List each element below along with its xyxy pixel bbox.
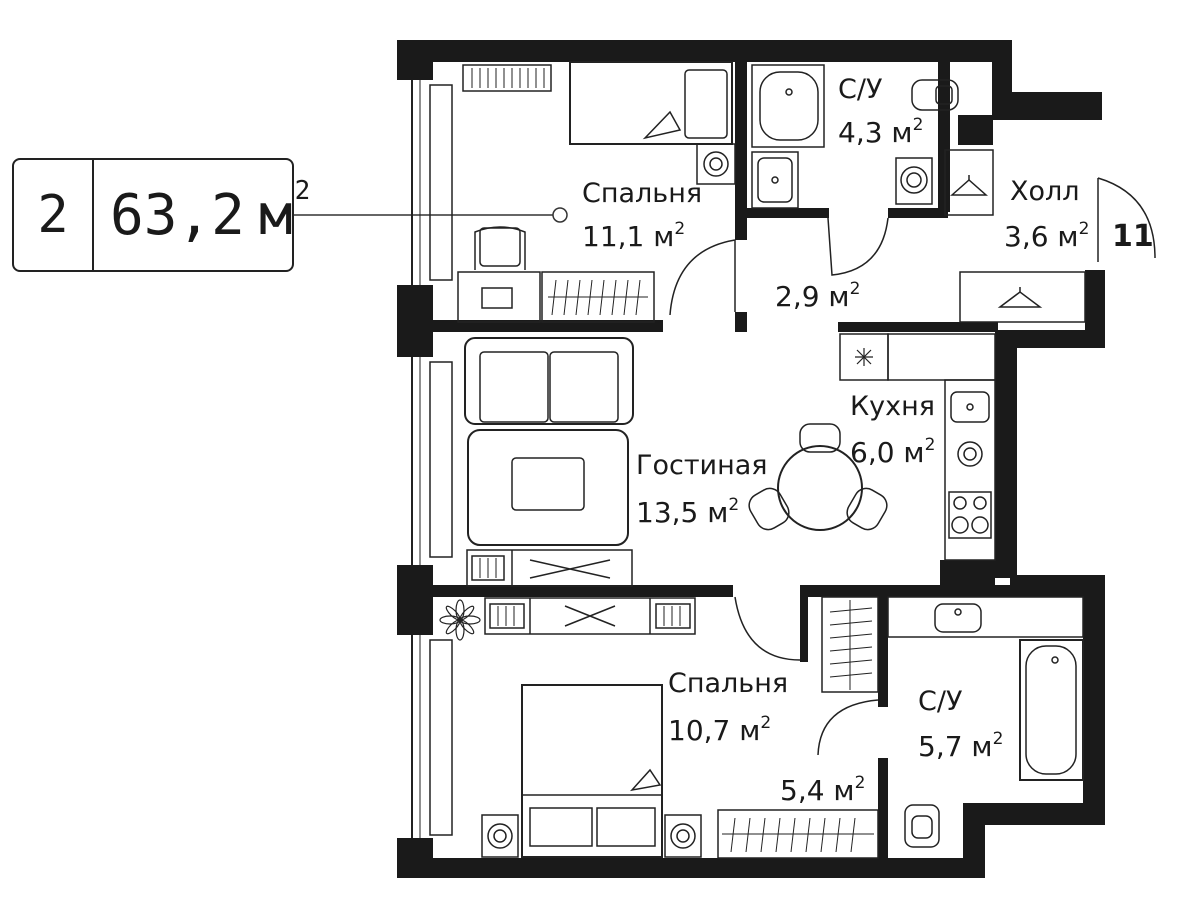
bath1-name: С/У — [838, 74, 882, 105]
living-name: Гостиная — [636, 450, 768, 481]
total-area-sup: 2 — [294, 176, 311, 206]
bath1-area: 4,3 м2 — [838, 115, 923, 149]
kitchen-area: 6,0 м2 — [850, 435, 935, 469]
room-labels: Спальня 11,1 м2 С/У 4,3 м2 Холл 3,6 м2 1… — [582, 74, 1154, 807]
bath2-fixtures — [887, 596, 1084, 848]
total-area-value: 63,2 — [110, 183, 245, 248]
living-furniture — [429, 337, 634, 587]
bedroom1-name: Спальня — [582, 178, 702, 209]
living-area: 13,5 м2 — [636, 495, 739, 529]
room-count: 2 — [14, 160, 94, 270]
wardrobe-area: 5,4 м2 — [780, 773, 865, 807]
bedroom2-furniture — [429, 596, 801, 858]
bath2-area: 5,7 м2 — [918, 729, 1003, 763]
bedroom2-area: 10,7 м2 — [668, 713, 771, 747]
bath2-name: С/У — [918, 686, 962, 717]
bedroom2-name: Спальня — [668, 668, 788, 699]
bath1-fixtures — [751, 64, 959, 276]
bedroom1-area: 11,1 м2 — [582, 219, 685, 253]
unit-number: 11 — [1112, 219, 1154, 254]
hall-area: 3,6 м2 — [1004, 219, 1089, 253]
bedroom1-furniture — [429, 61, 736, 323]
kitchen-name: Кухня — [850, 391, 935, 422]
walls — [397, 40, 1105, 878]
hall-furniture — [944, 149, 1156, 323]
leader-marker — [552, 207, 568, 223]
kitchen-furniture — [748, 333, 996, 561]
total-area-unit: м — [258, 183, 293, 248]
corridor-area: 2,9 м2 — [775, 279, 860, 313]
wardrobe-furniture — [717, 596, 879, 859]
hall-name: Холл — [1010, 176, 1080, 207]
